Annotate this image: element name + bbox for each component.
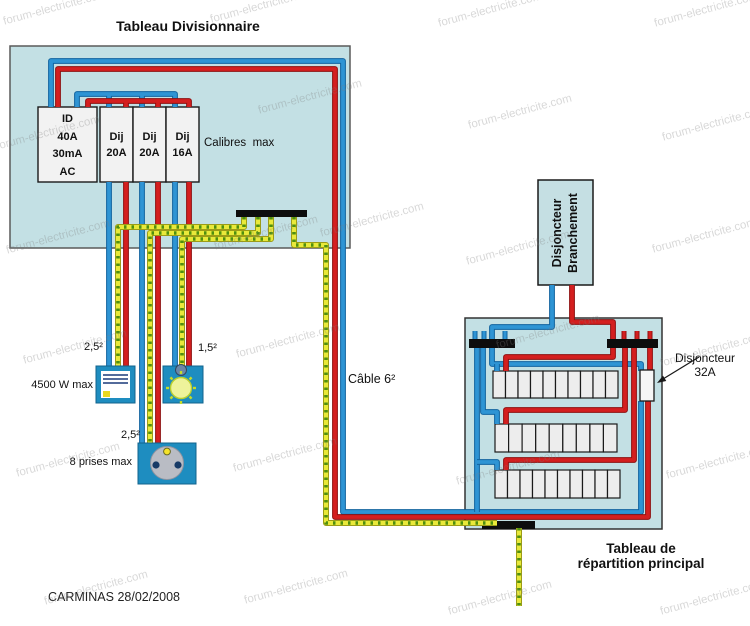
neutral-bus-bar (469, 339, 515, 348)
divisional-earth-bar (236, 210, 307, 217)
wire-earth-socket (147, 217, 261, 448)
breaker-module (594, 469, 609, 499)
main-panel-title: Tableau de répartition principal (577, 541, 705, 571)
service-breaker-box (537, 179, 594, 286)
author-date-label: CARMINAS 28/02/2008 (48, 590, 181, 604)
breaker-module (494, 423, 510, 453)
heater-section-label: 2,5² (84, 341, 103, 353)
breaker-module (508, 423, 523, 453)
wire-phase-service-feed (570, 285, 615, 339)
id-line-2: 40A (57, 130, 78, 143)
breaker-module (554, 370, 569, 399)
divisional-panel-title: Tableau Divisionnaire (116, 18, 260, 34)
breaker-32a-module (639, 369, 655, 402)
breaker-module (519, 469, 534, 499)
dij-module-1 (99, 106, 134, 183)
breaker-module (494, 469, 509, 499)
breaker-module (531, 469, 546, 499)
dij-module-3-label: Dij 16A (172, 131, 193, 159)
breaker-module (548, 423, 564, 453)
wire-phase-row2-feed (504, 348, 627, 424)
breaker-module (602, 423, 618, 453)
heater-icon (95, 365, 136, 404)
breaker-module (521, 423, 537, 453)
phase-busbar-ticks (622, 331, 652, 339)
breaker-module (517, 370, 532, 399)
heater-power-label: 4500 W max (31, 379, 93, 391)
breaker-module (575, 423, 591, 453)
cable-6mm-label: Câble 6² (348, 372, 396, 386)
wire-earth-heater (116, 217, 246, 372)
breaker-module (556, 469, 571, 499)
wire-earth-socket (148, 217, 260, 448)
dij-module-2 (132, 106, 167, 183)
breaker-module (606, 469, 621, 499)
breaker-module (492, 370, 507, 399)
main-panel-breaker-rows (492, 370, 621, 499)
breaker-module (567, 370, 582, 399)
id-line-1: ID (62, 113, 73, 125)
id-module-label: ID 40A 30mA AC (38, 111, 97, 181)
divisional-modules (37, 106, 200, 183)
wire-neutral-service-feed (490, 285, 554, 339)
breaker-module (581, 469, 596, 499)
breaker-module (504, 370, 519, 399)
main-earth-bar (482, 521, 535, 529)
earth-wires (115, 217, 522, 606)
breaker-module (542, 370, 557, 399)
lamp-icon (162, 364, 204, 404)
dij-module-1-label: Dij 20A (106, 131, 127, 159)
breaker-module (569, 469, 584, 499)
wire-neutral-main-loop (49, 59, 643, 514)
breaker-module (506, 469, 521, 499)
id-line-3: 30mA (52, 148, 83, 160)
breaker-module (592, 370, 607, 399)
disjoncteur-32a-label: Disjoncteur 32A (674, 351, 736, 379)
breaker-module (562, 423, 577, 453)
socket-icon (137, 442, 197, 485)
neutral-busbar-ticks (473, 331, 507, 339)
phase-bus-bar (607, 339, 658, 348)
breaker-module (535, 423, 550, 453)
wire-neutral-row2-feed (481, 348, 499, 424)
lamp-section-label: 1,5² (198, 342, 217, 354)
breaker-module (604, 370, 619, 399)
wire-phase-row3-feed (504, 348, 636, 470)
breaker-module (529, 370, 544, 399)
id-line-4: AC (59, 165, 76, 178)
disjoncteur-32a-arrow (657, 356, 700, 383)
wire-earth-cable (292, 217, 497, 525)
socket-section-label: 2,5² (121, 429, 140, 441)
wire-neutral-row3-feed (477, 460, 499, 470)
breaker-module (544, 469, 559, 499)
breaker-module (589, 423, 605, 453)
wire-neutral-busbar-to-32a (490, 348, 643, 371)
socket-count-label: 8 prises max (69, 456, 132, 468)
wire-earth-socket (148, 217, 260, 448)
wire-phase-main-loop (56, 67, 650, 519)
wire-phase-comb (86, 99, 191, 107)
service-breaker-label: Disjoncteur Branchement (549, 192, 580, 273)
wire-phase-row1-feed (504, 348, 615, 371)
wire-earth-lamp (180, 217, 273, 372)
calibres-max-label: Calibres max (204, 137, 275, 149)
id-module (37, 106, 98, 183)
breaker-module (579, 370, 594, 399)
dij-module-3 (165, 106, 200, 183)
dij-module-2-label: Dij 20A (139, 131, 160, 159)
